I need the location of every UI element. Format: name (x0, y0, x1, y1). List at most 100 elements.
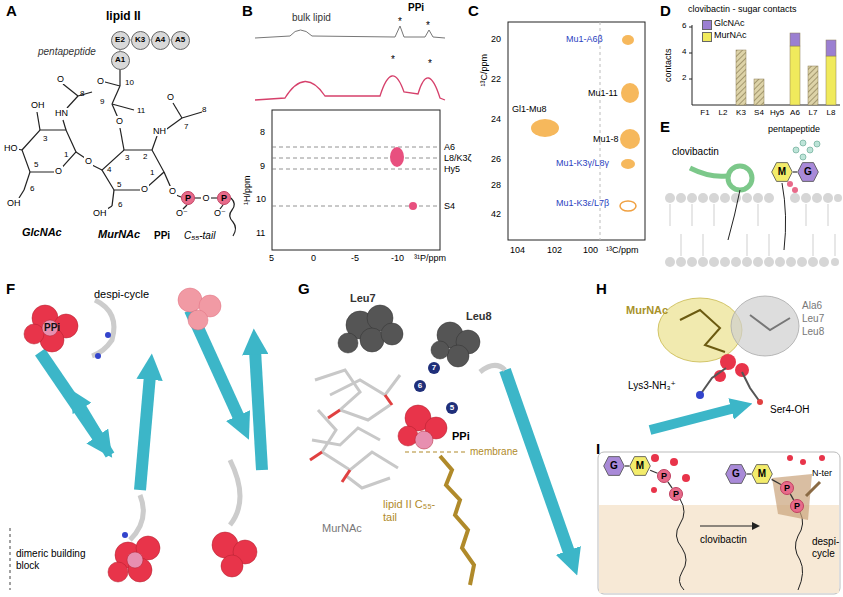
membrane-scheme-part-part (808, 257, 818, 267)
chemical-bond-part (120, 128, 124, 150)
mechanism-scheme-part (598, 452, 840, 594)
text-label: 4 (107, 165, 111, 174)
structure-complex-part-part (431, 341, 449, 359)
node-text: G (804, 167, 812, 177)
text-label: pentapeptide (38, 46, 96, 58)
mechanism-scheme-part-part (670, 458, 678, 466)
text-label: O (96, 76, 105, 86)
text-label: Leu7 (802, 313, 824, 325)
membrane-scheme-part-part (681, 234, 682, 256)
text-label: lipid II (106, 10, 141, 24)
text-label: 2 (682, 73, 686, 82)
bar-chart-part (736, 50, 746, 105)
text-label: Lys3-NH₃⁺ (628, 380, 676, 392)
membrane-scheme-part-part (753, 193, 763, 203)
text-label: despi-cycle (812, 536, 843, 559)
membrane-scheme-part-part (747, 234, 748, 256)
chemical-bond-part (63, 84, 78, 96)
text-label: 8 (80, 89, 84, 98)
structure-dimer-part (80, 405, 110, 455)
structure-complex-part-part (328, 410, 340, 418)
text-label: ¹³C/ppm (479, 54, 489, 87)
structure-dimer-part-part (122, 532, 128, 538)
structure-dimer (10, 288, 262, 590)
node-text: M (758, 469, 766, 479)
mechanism-scheme-part-part (682, 474, 690, 482)
bond-connector (793, 171, 797, 172)
membrane-scheme-part (728, 190, 740, 240)
text-label: 1 (150, 168, 154, 177)
node-text: P (221, 194, 227, 203)
text-label: H (596, 280, 607, 297)
residue-circle: P (217, 191, 231, 205)
callout-number: 6 (414, 380, 426, 392)
text-label: 42 (491, 209, 501, 219)
text-label: OH (92, 208, 108, 218)
text-label: C (468, 2, 479, 19)
membrane-scheme-part-part (720, 193, 730, 203)
structure-dimer-part (140, 375, 150, 490)
structure-complex-part-part (381, 323, 403, 345)
membrane-scheme-part-part (828, 204, 829, 226)
membrane-scheme-part-part (812, 193, 822, 203)
structure-complex-part-part (345, 475, 390, 488)
text-label: 1 (64, 150, 68, 159)
text-label: * (391, 54, 395, 66)
structure-dimer-part (95, 332, 128, 538)
sugar-hexagon: G (725, 464, 747, 484)
membrane-scheme-part-part (800, 140, 806, 146)
text-label: 24 (491, 114, 501, 124)
text-label: B (242, 2, 253, 19)
text-label: 8 (260, 127, 265, 137)
structure-complex-part (440, 456, 474, 585)
membrane-scheme-part-part (758, 204, 759, 226)
structure-detail-part (658, 298, 742, 362)
text-label: 11 (256, 228, 265, 238)
text-label: 8 (202, 105, 206, 114)
membrane-scheme-part-part (665, 193, 675, 203)
membrane-scheme-part-part (714, 204, 715, 226)
membrane-scheme (665, 140, 842, 267)
text-label: Ser4-OH (770, 404, 809, 416)
text-label: A6 (790, 108, 800, 117)
structure-complex-part (310, 395, 392, 482)
bond-connector (747, 473, 751, 474)
structure-detail-part (742, 372, 760, 402)
bar-chart-part (790, 33, 800, 46)
structure-complex-part (405, 451, 465, 452)
text-label: O (115, 116, 124, 126)
text-label: 10 (256, 194, 266, 204)
text-label: PPi (44, 322, 60, 334)
text-label: 3 (125, 153, 129, 162)
text-label: Leu8 (466, 310, 492, 323)
chemical-bond-part (182, 112, 202, 118)
text-label: PPi (154, 230, 170, 242)
text-label: lipid II C₅₅-tail (383, 498, 441, 523)
chemical-bond-part (112, 190, 114, 206)
bar-chart-part (826, 56, 836, 105)
structure-dimer-part (212, 532, 257, 577)
nmr-spectrum-part (390, 147, 404, 167)
structure-dimer-part-part (108, 562, 128, 582)
membrane-scheme-part-part (819, 257, 829, 267)
text-label: I (596, 440, 600, 457)
chemical-bond-part (22, 130, 76, 172)
structure-detail-part (757, 399, 763, 405)
residue-circle: E2 (111, 31, 130, 50)
hexagon-shape (726, 465, 747, 484)
mechanism-scheme-part (795, 512, 802, 590)
text-label: O (168, 186, 177, 196)
text-label: 2 (143, 152, 147, 161)
bar-chart-part (754, 79, 764, 105)
structure-complex-part-part (318, 410, 398, 470)
residue-circle: K3 (131, 31, 150, 50)
nmr-spectrum-part (272, 147, 440, 206)
text-label: ¹³C/ppm (606, 245, 639, 255)
membrane-scheme-part-part (814, 141, 820, 147)
structure-complex-part (480, 365, 505, 372)
edge-label: O (201, 193, 210, 203)
text-label: G (298, 280, 310, 297)
membrane-scheme-part (792, 187, 798, 193)
membrane-scheme-part-part (698, 257, 708, 267)
membrane-scheme-part-part (813, 234, 814, 256)
